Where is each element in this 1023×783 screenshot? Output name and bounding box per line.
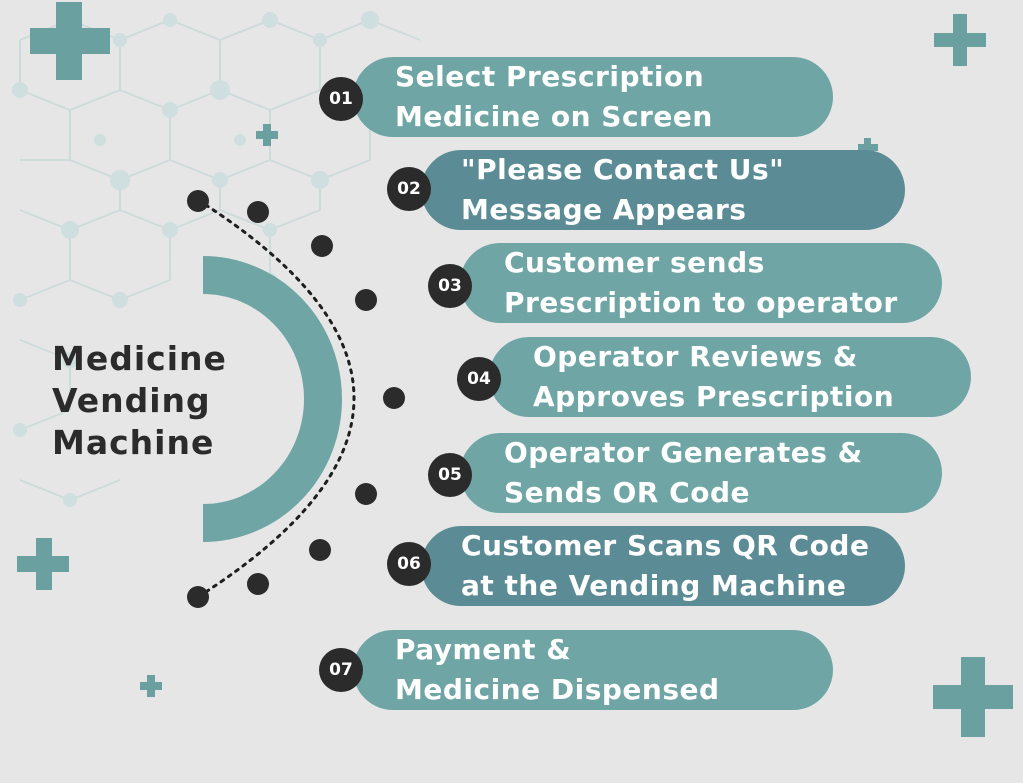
title-line: Machine — [52, 423, 215, 462]
timeline-dot — [187, 190, 209, 212]
plus-cross-icon — [17, 538, 69, 590]
timeline-dot — [383, 387, 405, 409]
title-line: Medicine — [52, 339, 227, 378]
step-07-pill: Payment & Medicine Dispensed — [353, 630, 833, 710]
step-text-line: Prescription to operator — [504, 286, 898, 319]
timeline-dot — [187, 586, 209, 608]
step-text-line: Medicine Dispensed — [395, 673, 720, 706]
step-text-line: Message Appears — [461, 193, 747, 226]
step-text-line: Select Prescription — [395, 60, 705, 93]
step-number-badge: 04 — [457, 357, 501, 401]
timeline-dot — [355, 289, 377, 311]
timeline-dots — [187, 190, 405, 608]
plus-cross-icon — [140, 675, 162, 697]
step-text-line: Sends OR Code — [504, 476, 750, 509]
plus-cross-icon — [256, 124, 278, 146]
step-number-badge: 02 — [387, 167, 431, 211]
step-text-line: Operator Reviews & — [533, 340, 858, 373]
step-text-line: at the Vending Machine — [461, 569, 847, 602]
step-text-line: Payment & — [395, 633, 572, 666]
plus-cross-icon — [858, 138, 878, 158]
step-text-line: "Please Contact Us" — [461, 153, 785, 186]
plus-cross-icon — [933, 657, 1013, 737]
timeline-dot — [247, 201, 269, 223]
timeline-dot — [355, 483, 377, 505]
plus-cross-icon — [934, 14, 986, 66]
step-text-line: Customer Scans QR Code — [461, 529, 870, 562]
step-number-badge: 05 — [428, 453, 472, 497]
step-number-badge: 06 — [387, 542, 431, 586]
step-02-pill: "Please Contact Us" Message Appears — [421, 150, 905, 230]
step-text-line: Medicine on Screen — [395, 100, 713, 133]
step-text-line: Customer sends — [504, 246, 765, 279]
step-number-badge: 03 — [428, 264, 472, 308]
step-01-pill: Select Prescription Medicine on Screen — [353, 57, 833, 137]
step-text-line: Operator Generates & — [504, 436, 863, 469]
step-06-pill: Customer Scans QR Code at the Vending Ma… — [421, 526, 905, 606]
timeline-dot — [247, 573, 269, 595]
step-text-line: Approves Prescription — [533, 380, 895, 413]
step-04-pill: Operator Reviews & Approves Prescription — [489, 337, 971, 417]
step-03-pill: Customer sends Prescription to operator — [460, 243, 942, 323]
step-number-badge: 07 — [319, 648, 363, 692]
diagram-title: Medicine Vending Machine — [52, 338, 272, 464]
title-line: Vending — [52, 381, 211, 420]
step-number-badge: 01 — [319, 77, 363, 121]
step-05-pill: Operator Generates & Sends OR Code — [460, 433, 942, 513]
timeline-dot — [311, 235, 333, 257]
half-ring-shape — [202, 256, 342, 542]
dotted-arc-connector — [196, 198, 356, 599]
timeline-dot — [309, 539, 331, 561]
plus-cross-icon — [30, 2, 110, 80]
